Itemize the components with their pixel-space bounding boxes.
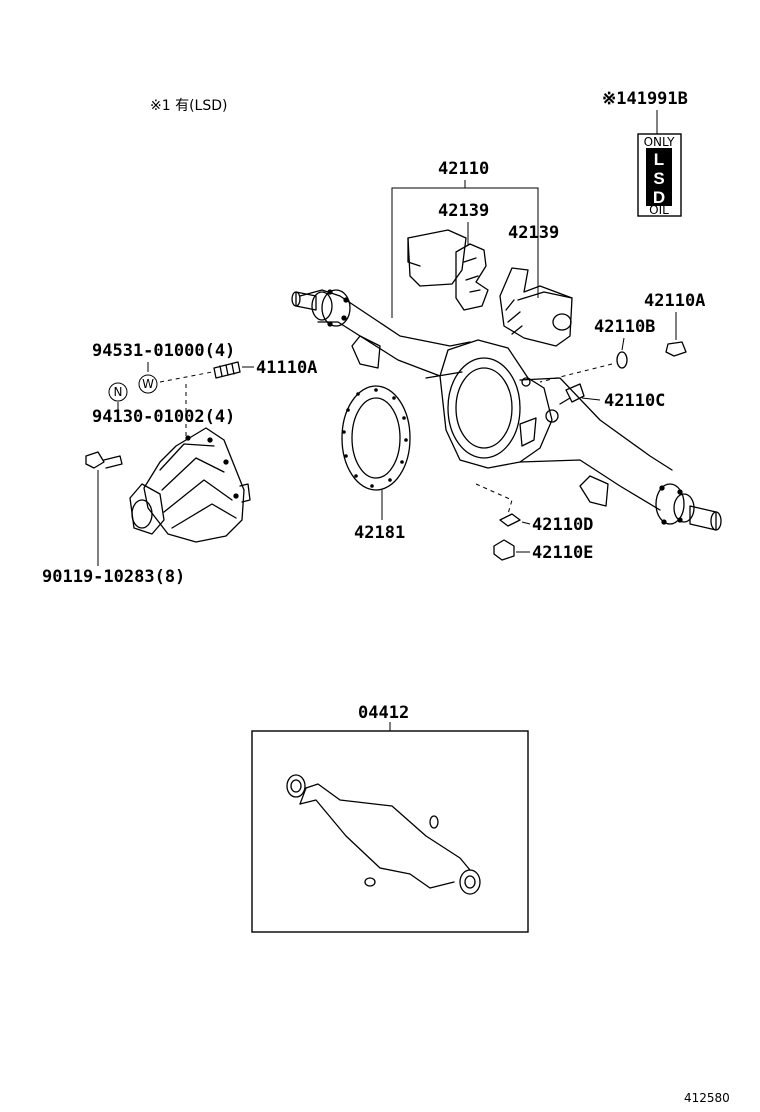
lsd-plate: ONLY L S D OIL <box>637 133 682 217</box>
gasket-d-part <box>499 513 521 527</box>
plate-letter-d: D <box>653 188 665 207</box>
label-gasket-d: 42110D <box>532 515 593 535</box>
gasket-part <box>341 385 411 491</box>
leader-stud-dash <box>159 371 213 383</box>
label-nut: 94531-01000(4) <box>92 341 235 361</box>
kit-box <box>251 730 529 933</box>
label-breather: 42110C <box>604 391 665 411</box>
bracket-b-part <box>499 267 573 347</box>
plate-bottom-text: OIL <box>649 203 669 217</box>
bolt-part <box>85 451 123 469</box>
label-bolt-a: 42110A <box>644 291 705 311</box>
axle-housing <box>291 289 722 531</box>
label-bracket-a: 42139 <box>438 201 489 221</box>
note-lsd: ※1 有(LSD) <box>150 98 227 114</box>
label-housing: 42110 <box>438 159 489 179</box>
label-gasket: 42181 <box>354 523 405 543</box>
leader-breather <box>581 397 601 401</box>
bolt-a-part <box>665 341 687 357</box>
plate-letter-s: S <box>653 169 664 188</box>
label-plug-e: 42110E <box>532 543 593 563</box>
leader-washer-b <box>621 337 625 351</box>
label-washer: 94130-01002(4) <box>92 407 235 427</box>
washer-marker-letter: N <box>114 385 123 399</box>
label-bolt: 90119-10283(8) <box>42 567 185 587</box>
bracket-a-part <box>407 229 489 311</box>
breather-part <box>559 383 585 405</box>
leader-washer-b-dash <box>539 363 613 383</box>
label-stud: 41110A <box>256 358 317 378</box>
kit-housing-part <box>286 774 481 895</box>
nut-marker-letter: W <box>142 377 154 391</box>
figure-id: 412580 <box>684 1091 730 1105</box>
differential-carrier <box>129 427 251 543</box>
plate-letter-l: L <box>654 150 664 169</box>
plug-e-part <box>493 539 515 561</box>
label-lsd-plate: ※141991B <box>602 89 688 109</box>
label-washer-b: 42110B <box>594 317 655 337</box>
washer-marker: N <box>108 382 128 402</box>
stud-part <box>213 361 241 379</box>
leader-drain-dash <box>475 483 513 515</box>
label-kit: 04412 <box>358 703 409 723</box>
nut-marker: W <box>138 374 158 394</box>
washer-b-part <box>616 351 628 369</box>
label-bracket-b: 42139 <box>508 223 559 243</box>
plate-top-text: ONLY <box>644 135 676 149</box>
leader-gasket-d <box>521 521 531 525</box>
